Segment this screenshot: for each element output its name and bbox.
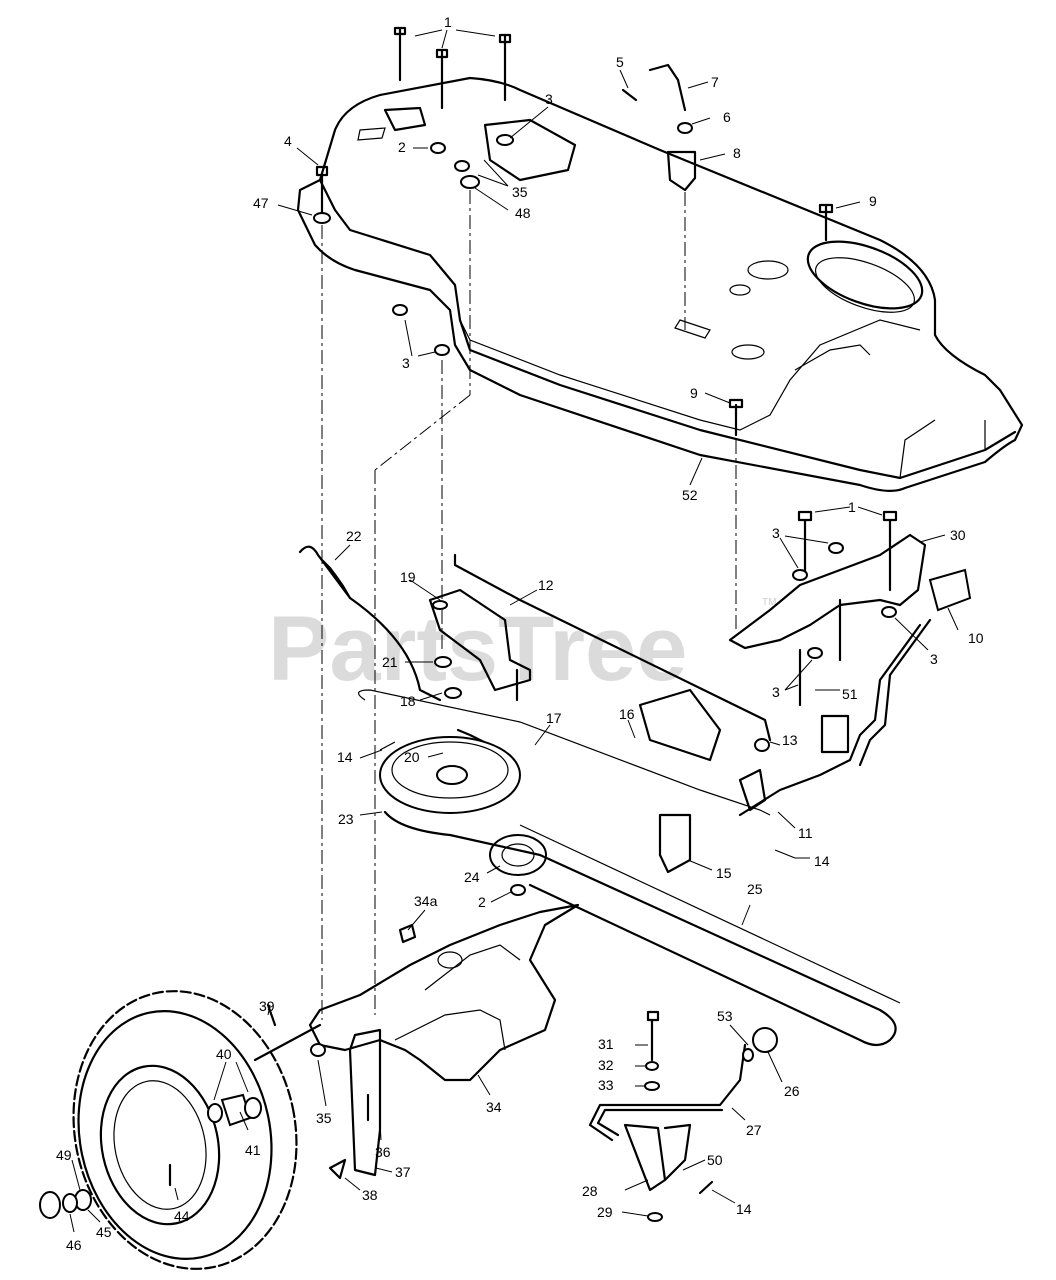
- callout-34a: 34a: [414, 893, 438, 909]
- callout-8: 8: [733, 145, 741, 161]
- callout-32: 32: [598, 1057, 614, 1073]
- pulley-24: [489, 834, 547, 896]
- callout-34: 34: [486, 1099, 502, 1115]
- callout-50: 50: [707, 1152, 723, 1168]
- pulley-23: [379, 736, 521, 814]
- callout-22: 22: [346, 528, 362, 544]
- watermark: PartsTree: [268, 598, 687, 700]
- callout-24: 24: [464, 869, 480, 885]
- wheel: [39, 990, 298, 1270]
- callout-6: 6: [723, 109, 731, 125]
- callout-4: 4: [284, 133, 292, 149]
- callout-7: 7: [711, 74, 719, 90]
- callout-19: 19: [400, 569, 416, 585]
- callout-1a: 1: [444, 14, 452, 30]
- callout-33: 33: [598, 1077, 614, 1093]
- callout-11: 11: [798, 825, 813, 841]
- callout-36: 36: [375, 1144, 391, 1160]
- belt-25: [383, 810, 901, 1047]
- frame-bolts: [313, 26, 834, 437]
- callout-48: 48: [515, 205, 531, 221]
- callout-18: 18: [400, 693, 416, 709]
- callout-14b: 14: [814, 853, 830, 869]
- callout-13: 13: [782, 732, 798, 748]
- callout-30: 30: [950, 527, 966, 543]
- callout-52: 52: [682, 487, 698, 503]
- callout-29: 29: [597, 1204, 613, 1220]
- alignment-lines: [321, 190, 737, 1020]
- callout-3e: 3: [772, 684, 780, 700]
- callout-9a: 9: [869, 193, 877, 209]
- callout-5: 5: [616, 54, 624, 70]
- callout-15: 15: [716, 865, 732, 881]
- callout-27: 27: [746, 1122, 762, 1138]
- callout-25: 25: [747, 881, 763, 897]
- callout-10: 10: [968, 630, 984, 646]
- callout-44: 44: [174, 1208, 190, 1224]
- callout-31: 31: [598, 1036, 614, 1052]
- watermark-trademark: TM: [762, 597, 776, 608]
- callout-46: 46: [66, 1237, 82, 1253]
- callout-26: 26: [784, 1083, 800, 1099]
- callout-37: 37: [395, 1164, 411, 1180]
- callout-14c: 14: [736, 1201, 752, 1217]
- callout-12: 12: [538, 577, 554, 593]
- callout-38: 38: [362, 1187, 378, 1203]
- callout-35b: 35: [316, 1110, 332, 1126]
- callout-3a: 3: [545, 91, 553, 107]
- lever-27-28: [588, 1010, 778, 1222]
- callout-labels: 1 2 3 4 5 6 7 8 9 47 35 48 3 9 52 1: [56, 14, 984, 1253]
- callout-9b: 9: [690, 385, 698, 401]
- callout-28: 28: [582, 1183, 598, 1199]
- callout-47: 47: [253, 195, 269, 211]
- callout-1b: 1: [848, 499, 856, 515]
- transaxle-34: [253, 903, 580, 1180]
- callout-17: 17: [546, 710, 562, 726]
- bracket-30: [728, 510, 927, 707]
- callout-20: 20: [404, 749, 420, 765]
- lever-11: [638, 568, 972, 874]
- callout-16: 16: [619, 706, 635, 722]
- callout-3d: 3: [930, 651, 938, 667]
- callout-35a: 35: [512, 184, 528, 200]
- callout-21: 21: [382, 654, 398, 670]
- frame-plate: [296, 76, 1024, 492]
- callout-2a: 2: [398, 139, 406, 155]
- callout-3b: 3: [402, 355, 410, 371]
- callout-39: 39: [259, 998, 275, 1014]
- callout-2b: 2: [478, 894, 486, 910]
- callout-14a: 14: [337, 749, 353, 765]
- callout-49: 49: [56, 1147, 72, 1163]
- callout-23: 23: [338, 811, 354, 827]
- callout-53: 53: [717, 1008, 733, 1024]
- callout-3c: 3: [772, 525, 780, 541]
- callout-45: 45: [96, 1224, 112, 1240]
- callout-51: 51: [842, 686, 858, 702]
- callout-40: 40: [216, 1046, 232, 1062]
- callout-41: 41: [245, 1142, 261, 1158]
